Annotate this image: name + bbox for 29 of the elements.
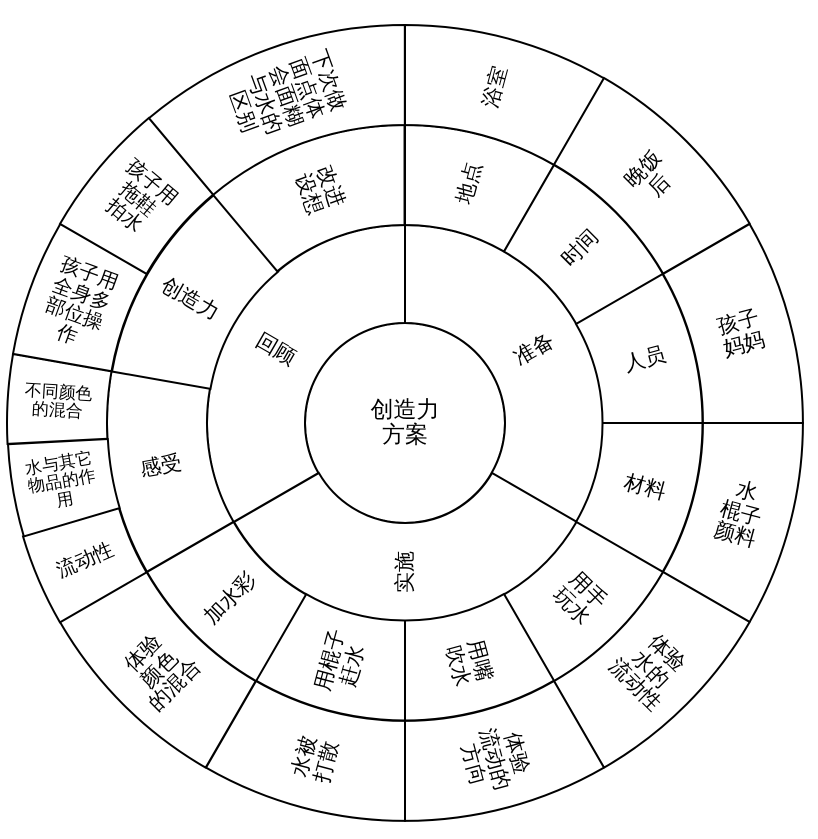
sector-label: 水被打散 xyxy=(288,732,342,786)
sector-label: 水棍子颜料 xyxy=(712,476,766,552)
sector-label: 晚饭后 xyxy=(620,146,676,203)
sector-label: 时间 xyxy=(558,224,604,270)
sector-label: 改进设想 xyxy=(292,162,349,218)
sector-label: 用手玩水 xyxy=(549,567,612,630)
sector-label: 孩子用拖鞋拍水 xyxy=(101,155,182,240)
sector-label: 加水彩 xyxy=(199,568,260,629)
sector-label: 感受 xyxy=(138,451,184,481)
sector-label: 回顾 xyxy=(252,328,300,369)
sector-label: 人员 xyxy=(621,342,668,376)
sector-label: 下次做面点体会面糊与水的区别 xyxy=(224,47,350,140)
sector-label: 准备 xyxy=(510,328,558,369)
sector-label: 体验流动的方向 xyxy=(455,724,536,795)
sector-label: 不同颜色的混合 xyxy=(22,381,93,422)
sector-label: 地点 xyxy=(452,160,486,207)
sector-label: 流动性 xyxy=(53,538,118,582)
sector-label: 材料 xyxy=(621,470,668,504)
sector-label: 实施 xyxy=(394,551,416,593)
sector-label: 水与其它物品的作用 xyxy=(24,449,98,514)
sector-label: 创造力 xyxy=(157,273,224,325)
sector-label: 用嘴吹水 xyxy=(442,636,496,689)
sector-label: 浴室 xyxy=(478,64,512,110)
sector-label: 用棍子赶水 xyxy=(310,626,370,696)
sector-label: 孩子用全身多部位操作 xyxy=(41,253,121,350)
sector-label: 孩子妈妈 xyxy=(714,306,768,360)
sector-label: 体验颜色的混合 xyxy=(118,628,206,716)
center-label: 创造力方案 xyxy=(370,398,440,448)
sector-label: 体验水的流动性 xyxy=(604,628,692,716)
